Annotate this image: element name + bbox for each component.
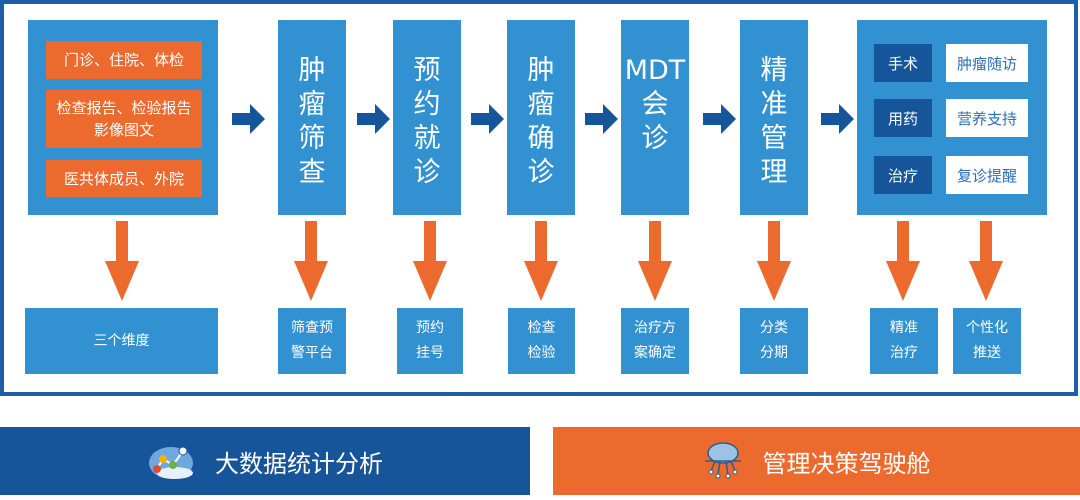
output-box: 个性化 推送 [953,308,1021,374]
source-item: 检查报告、检验报告 影像图文 [46,90,202,148]
right-arrow-icon [821,104,854,134]
source-item: 医共体成员、外院 [46,160,202,197]
right-arrow-icon [703,104,736,134]
big-data-label: 大数据统计分析 [215,449,383,478]
right-arrow-icon [232,104,265,134]
mgmt-left-item: 治疗 [874,156,932,194]
down-arrow-icon [413,221,447,301]
output-box: 检查 检验 [508,308,575,374]
big-data-banner: 大数据统计分析 [0,427,530,495]
dashboard-banner: 管理决策驾驶舱 [553,427,1080,495]
down-arrow-icon [524,221,558,301]
output-box: 分类 分期 [740,308,808,374]
down-arrow-icon [757,221,791,301]
step-mdt: MDT 会 诊 [621,20,689,215]
down-arrow-icon [105,221,139,301]
output-box: 三个维度 [25,308,218,374]
mgmt-left-item: 手术 [874,44,932,82]
output-box: 精准 治疗 [870,308,938,374]
output-box: 预约 挂号 [397,308,463,374]
step-precision-management: 精 准 管 理 [740,20,808,215]
cloud-data-icon [149,446,193,479]
step-tumor-screening: 肿 瘤 筛 查 [278,20,346,215]
right-arrow-icon [471,104,504,134]
mgmt-right-item: 复诊提醒 [946,156,1028,194]
down-arrow-icon [294,221,328,301]
down-arrow-icon [638,221,672,301]
output-box: 筛查预 警平台 [278,308,346,374]
right-arrow-icon [585,104,618,134]
brain-circuit-icon [704,442,741,479]
down-arrow-icon [886,221,920,301]
right-arrow-icon [357,104,390,134]
mgmt-right-item: 营养支持 [946,99,1028,137]
diagram-frame [0,0,1078,396]
mgmt-right-item: 肿瘤随访 [946,44,1028,82]
mgmt-left-item: 用药 [874,99,932,137]
source-item: 门诊、住院、体检 [46,41,202,79]
dashboard-label: 管理决策驾驶舱 [762,449,931,478]
step-diagnosis: 肿 瘤 确 诊 [507,20,575,215]
output-box: 治疗方 案确定 [621,308,689,374]
down-arrow-icon [969,221,1003,301]
step-appointment: 预 约 就 诊 [393,20,461,215]
